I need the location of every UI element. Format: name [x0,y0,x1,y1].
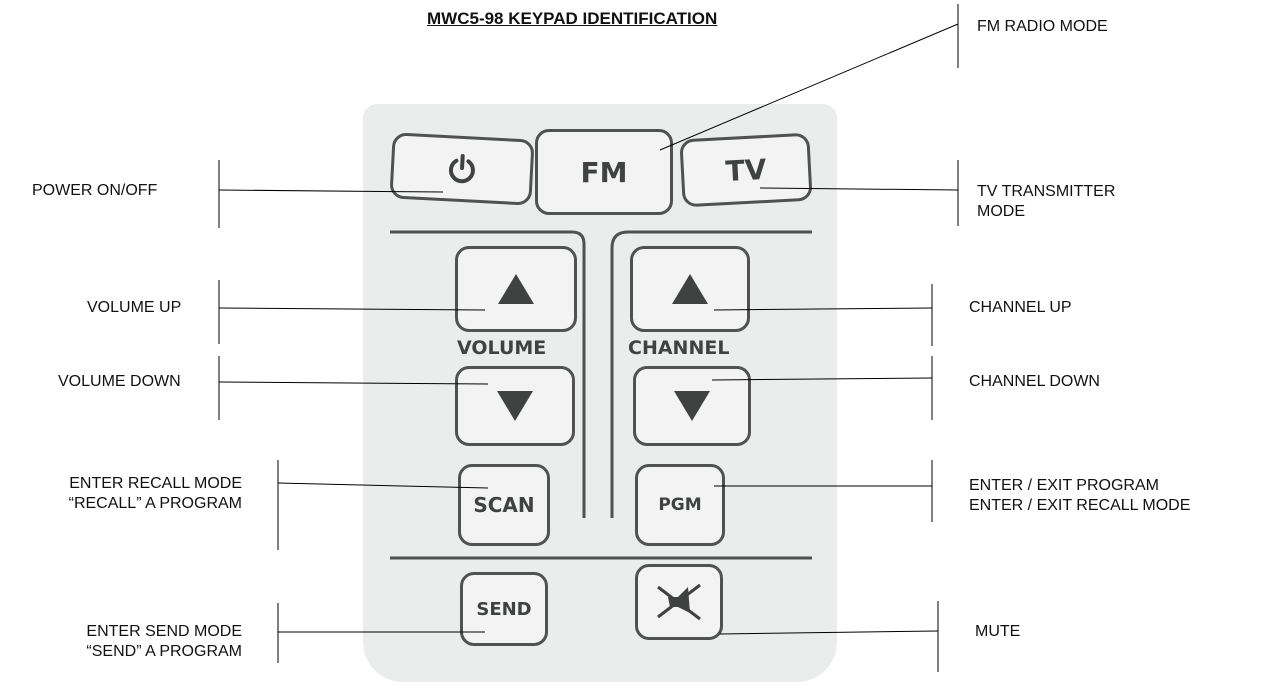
up-arrow-icon [672,274,708,304]
volume-down-button[interactable] [455,366,575,446]
power-button[interactable] [389,132,535,206]
label-tv-line2: MODE [977,203,1025,220]
label-recall: ENTER RECALL MODE “RECALL” A PROGRAM [0,474,242,514]
label-channel-up: CHANNEL UP [969,299,1072,316]
label-channel-down: CHANNEL DOWN [969,373,1100,390]
down-arrow-icon [497,391,533,421]
label-program: ENTER / EXIT PROGRAM ENTER / EXIT RECALL… [969,476,1190,516]
channel-down-button[interactable] [633,366,751,446]
pgm-button-label: PGM [658,495,702,515]
channel-up-button[interactable] [630,246,750,332]
scan-button[interactable]: SCAN [458,464,550,546]
keypad-body: FM TV VOLUME CHANNEL SCAN PGM SEND [363,104,837,682]
down-arrow-icon [674,391,710,421]
channel-group-label: CHANNEL [628,337,730,359]
label-power: POWER ON/OFF [32,182,158,199]
volume-group-label: VOLUME [457,337,547,359]
mute-button[interactable] [635,564,723,640]
up-arrow-icon [498,274,534,304]
label-volume-up: VOLUME UP [87,299,182,316]
send-button-label: SEND [476,598,532,620]
pgm-button[interactable]: PGM [635,464,725,546]
label-mute: MUTE [975,623,1021,640]
label-send: ENTER SEND MODE “SEND” A PROGRAM [0,622,242,662]
label-fm-radio-mode: FM RADIO MODE [977,18,1108,35]
label-program-line1: ENTER / EXIT PROGRAM [969,477,1159,494]
label-volume-down: VOLUME DOWN [58,373,181,390]
tv-button[interactable]: TV [679,132,813,208]
power-icon [448,154,475,184]
label-program-line2: ENTER / EXIT RECALL MODE [969,497,1191,514]
label-tv-transmitter: TV TRANSMITTER MODE [977,182,1115,222]
label-tv-line1: TV TRANSMITTER [977,183,1116,200]
send-button[interactable]: SEND [460,572,548,646]
label-send-line1: ENTER SEND MODE [86,623,242,640]
fm-button[interactable]: FM [535,129,673,215]
fm-button-label: FM [580,155,628,189]
mute-icon [657,583,701,621]
label-recall-line1: ENTER RECALL MODE [69,475,242,492]
tv-button-label: TV [724,152,768,188]
label-send-line2: “SEND” A PROGRAM [86,643,242,660]
label-recall-line2: “RECALL” A PROGRAM [68,495,242,512]
scan-button-label: SCAN [473,493,535,517]
page-title: MWC5-98 KEYPAD IDENTIFICATION [427,9,718,28]
volume-up-button[interactable] [455,246,577,332]
